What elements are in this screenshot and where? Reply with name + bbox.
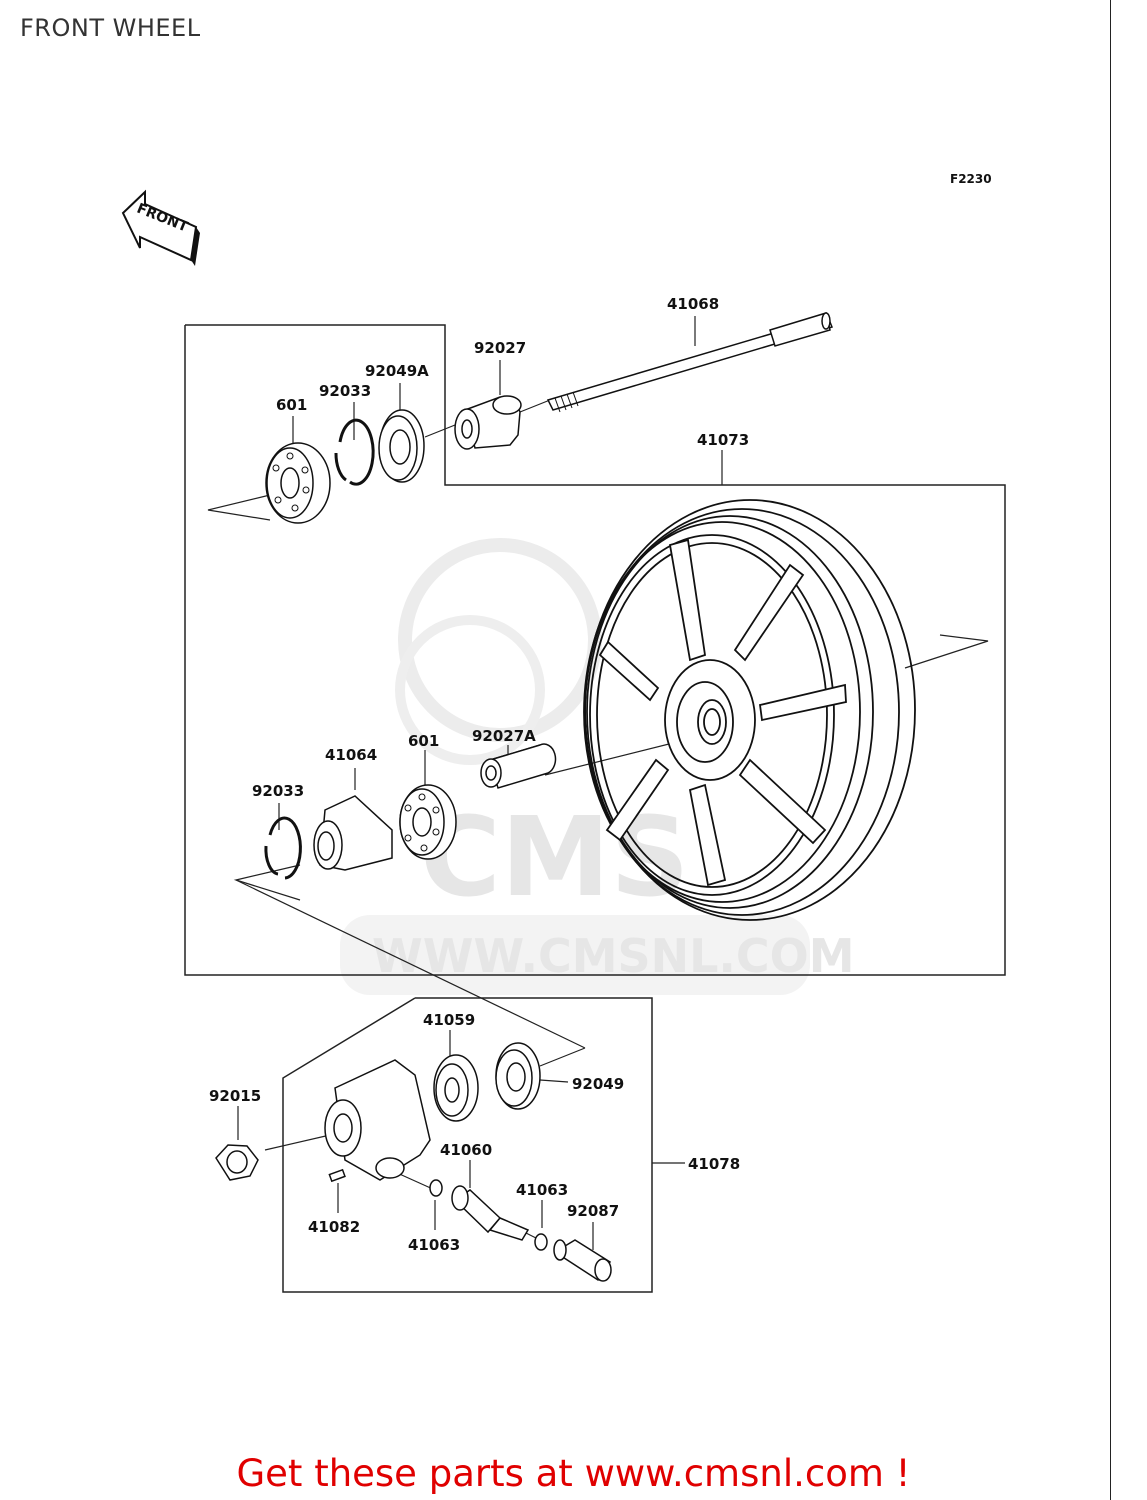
wheel-rim bbox=[583, 499, 916, 921]
label-41063-left: 41063 bbox=[408, 1236, 460, 1254]
pinion-41060 bbox=[451, 1185, 530, 1241]
circlip-92033-top bbox=[334, 418, 375, 486]
watermark-url-text: WWW.CMSNL.COM bbox=[372, 929, 855, 983]
washer-41063-left bbox=[429, 1179, 443, 1197]
front-arrow-icon: FRONT bbox=[121, 189, 200, 266]
label-41078: 41078 bbox=[688, 1155, 740, 1173]
label-41068: 41068 bbox=[667, 295, 719, 313]
wheel-assembly-box bbox=[184, 324, 1006, 976]
label-41060: 41060 bbox=[440, 1141, 492, 1159]
label-92049: 92049 bbox=[572, 1075, 624, 1093]
label-92033-middle: 92033 bbox=[252, 782, 304, 800]
spacer-92027a bbox=[480, 743, 557, 789]
speedometer-gear-box bbox=[282, 997, 653, 1293]
label-92049a: 92049A bbox=[365, 362, 429, 380]
label-92027a: 92027A bbox=[472, 727, 536, 745]
nut-92015 bbox=[215, 1144, 259, 1181]
right-border-rule bbox=[1110, 0, 1111, 1500]
oil-seal-92049 bbox=[495, 1042, 541, 1110]
axle bbox=[546, 312, 834, 413]
collar-92027 bbox=[454, 395, 522, 450]
label-601-top: 601 bbox=[276, 396, 307, 414]
label-92087: 92087 bbox=[567, 1202, 619, 1220]
circlip-92033-middle bbox=[264, 816, 302, 880]
bushing-92087 bbox=[553, 1239, 612, 1282]
promo-link-text[interactable]: Get these parts at www.cmsnl.com ! bbox=[236, 1452, 911, 1495]
label-92027: 92027 bbox=[474, 339, 526, 357]
label-92033-top: 92033 bbox=[319, 382, 371, 400]
bearing-601-middle bbox=[399, 784, 457, 860]
page-title: FRONT WHEEL bbox=[20, 14, 201, 42]
watermark-logo-text: CMS bbox=[420, 793, 689, 921]
collar-41064 bbox=[313, 795, 393, 871]
label-41059: 41059 bbox=[423, 1011, 475, 1029]
speedometer-gear-housing bbox=[324, 1059, 431, 1181]
pin-41082 bbox=[328, 1168, 346, 1183]
figure-code: F2230 bbox=[950, 172, 992, 186]
washer-41063-right bbox=[534, 1233, 548, 1251]
bearing-601-top bbox=[265, 442, 331, 524]
gear-41059 bbox=[433, 1054, 479, 1122]
label-92015: 92015 bbox=[209, 1087, 261, 1105]
label-41073: 41073 bbox=[697, 431, 749, 449]
oil-seal-92049a bbox=[378, 409, 425, 483]
label-601-middle: 601 bbox=[408, 732, 439, 750]
label-41082: 41082 bbox=[308, 1218, 360, 1236]
label-41064: 41064 bbox=[325, 746, 377, 764]
label-41063-right: 41063 bbox=[516, 1181, 568, 1199]
